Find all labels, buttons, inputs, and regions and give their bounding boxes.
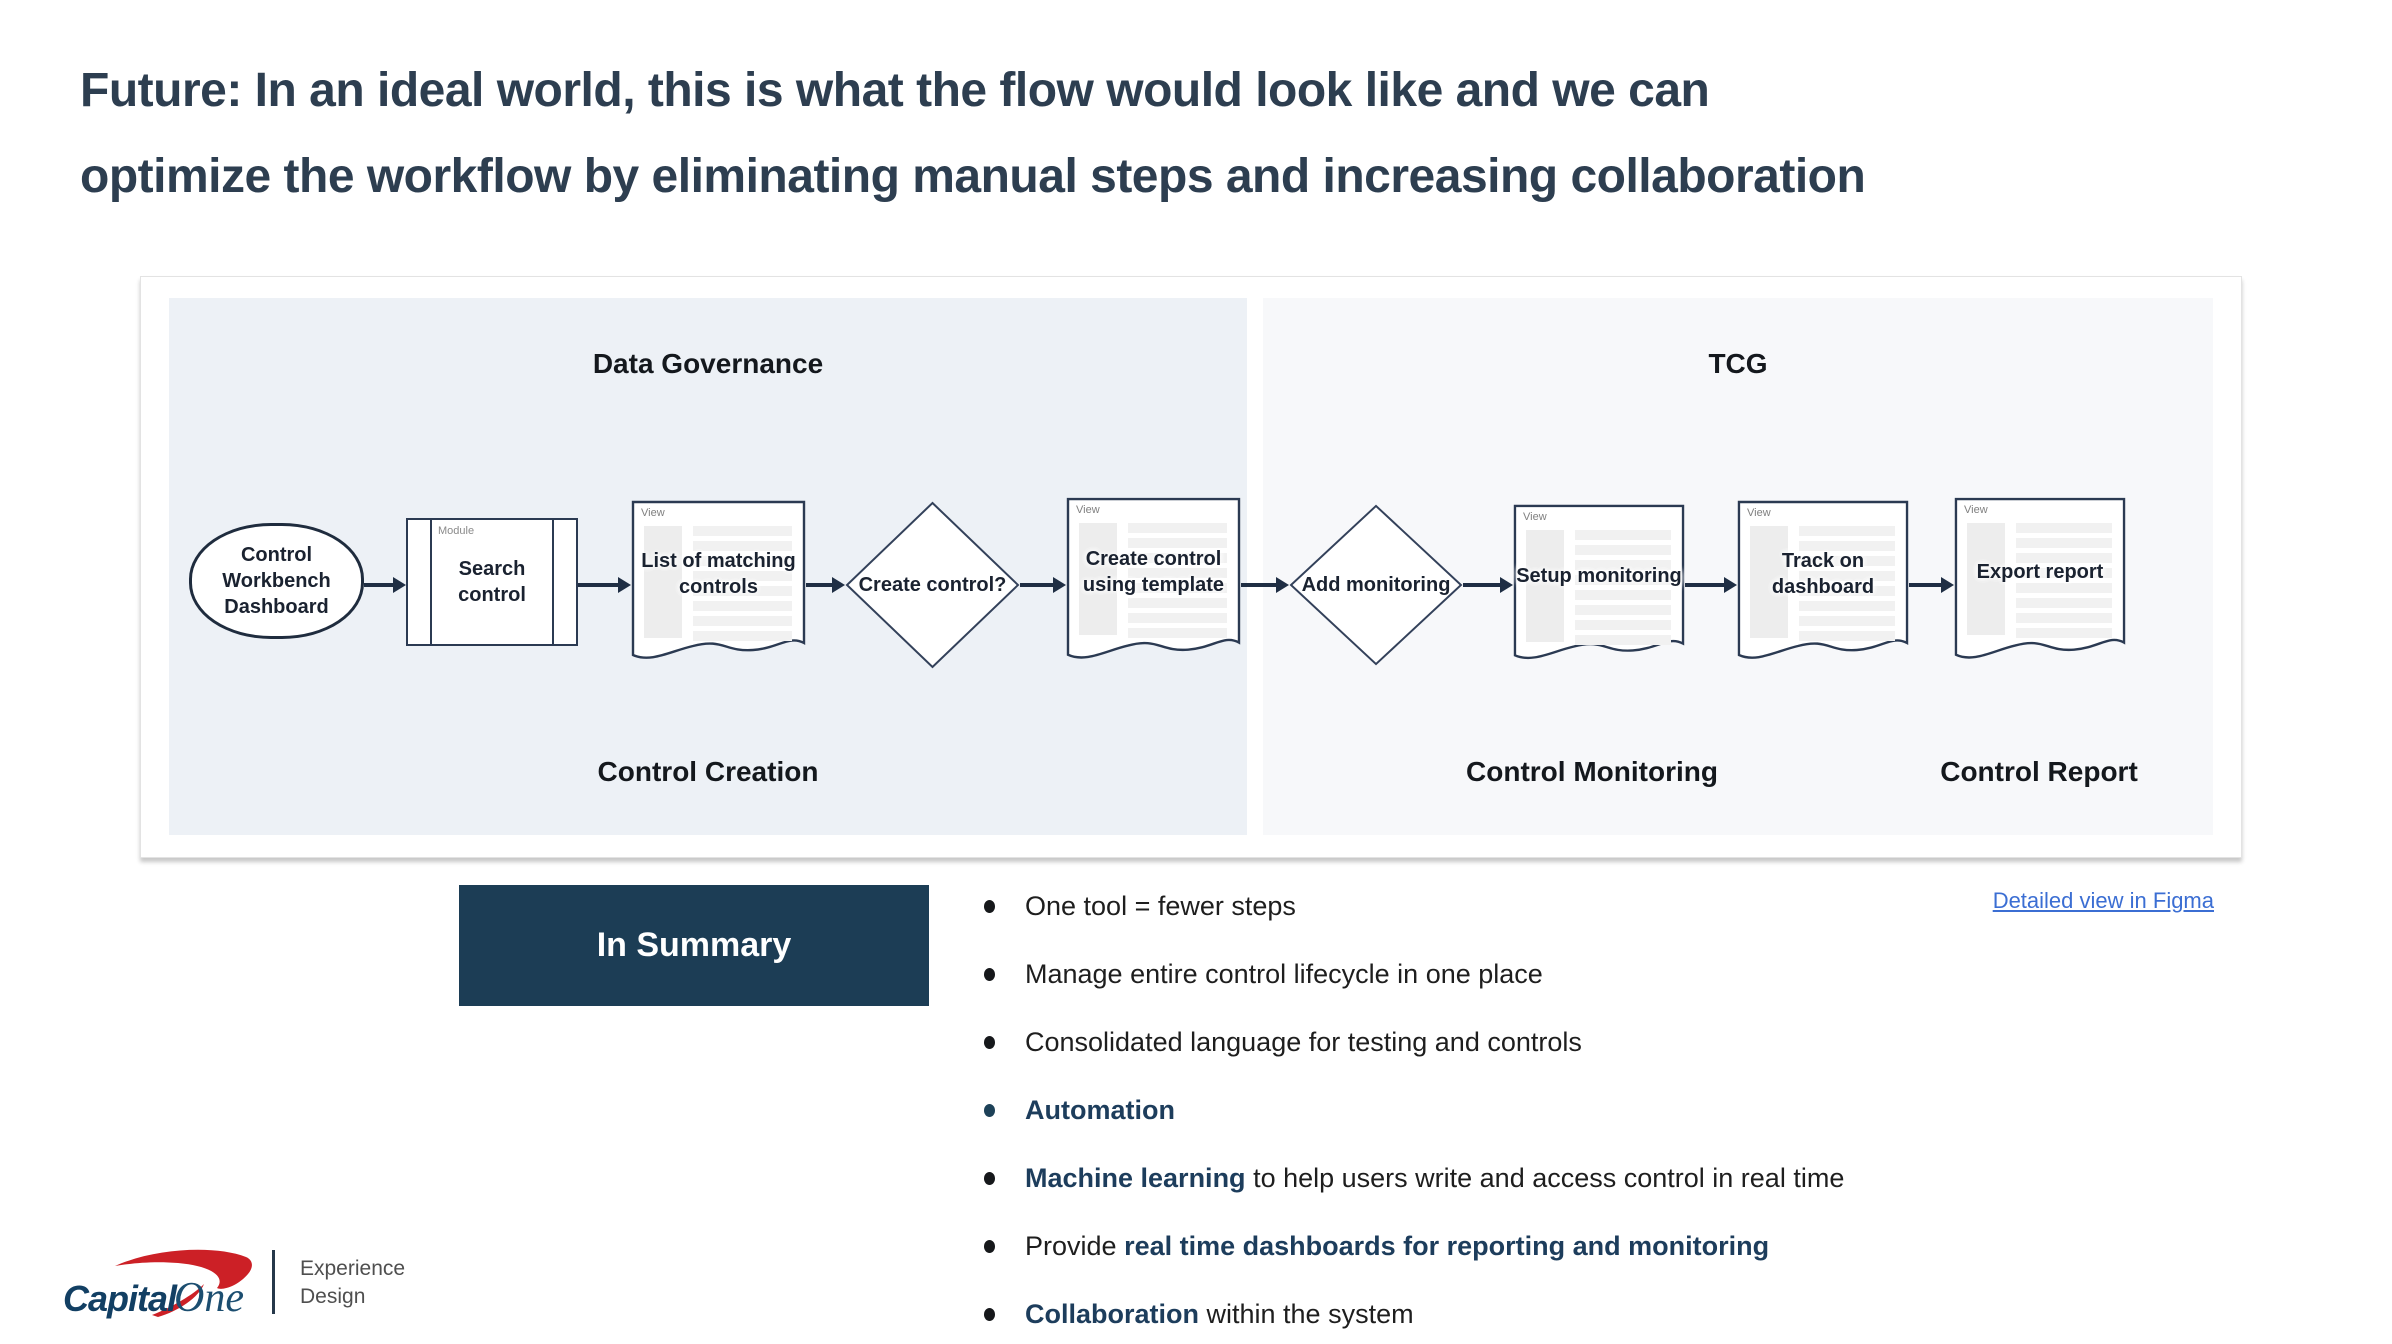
flow-arrow [1020,577,1066,593]
section-label-control-report: Control Report [1940,756,2138,787]
flow-node-control-workbench-dashboard: Control Workbench Dashboard [189,523,364,639]
flow-node-track-on-dashboard: View Track on dashboard [1737,500,1909,668]
node-label: Create control? [858,574,1007,596]
flow-arrow [1909,577,1954,593]
flow-arrow [1241,577,1289,593]
bullet-text: One tool = fewer steps [1025,890,1296,921]
bullet-text: to help users write and access control i… [1245,1162,1845,1193]
bullet-dot [984,1035,995,1049]
logo-swoosh-icon [115,1249,252,1317]
doc-skeleton-bars [1575,530,1671,650]
flow-arrow [1463,577,1513,593]
doc-skeleton-sidebar [1967,523,2005,635]
bullet-dot [984,1239,995,1253]
node-tag: View [1076,504,1100,516]
bullet-item: Collaboration within the system [975,1280,2235,1344]
summary-box: In Summary [459,885,929,1006]
summary-title: In Summary [596,926,792,964]
node-tag: View [1523,511,1547,523]
doc-skeleton-sidebar [1750,526,1788,638]
panel-title-data-governance: Data Governance [592,348,824,379]
node-label: Track on dashboard [1771,549,1875,598]
bullet-text: within the system [1199,1298,1414,1329]
node-tag: View [1964,504,1988,516]
doc-skeleton-sidebar [1079,523,1117,635]
flow-arrow [578,577,631,593]
doc-skeleton-sidebar [1526,530,1564,642]
doc-skeleton-bars [1799,526,1895,646]
bullet-dot [984,1103,995,1117]
bullet-text-bold: Automation [1025,1094,1175,1125]
node-tag: Module [438,525,475,537]
bullet-text: Consolidated language for testing and co… [1025,1026,1582,1057]
bullet-item: One tool = fewer steps [975,872,2235,940]
bullet-item: Provide real time dashboards for reporti… [975,1212,2235,1280]
flow-node-create-control-decision: Create control? [845,501,1020,669]
bullet-dot [984,1307,995,1321]
brand-capital: Capital [63,1278,177,1319]
slide-title: Future: In an ideal world, this is what … [80,48,2350,220]
doc-skeleton-bars [2016,523,2112,643]
flow-arrow [364,577,406,593]
bullet-item: Automation [975,1076,2235,1144]
node-label: Add monitoring [1301,574,1451,596]
bullet-text: Provide [1025,1230,1125,1261]
flow-node-list-of-matching-controls: View List of matching controls [631,500,806,668]
figma-link[interactable]: Detailed view in Figma [1992,888,2214,913]
slide-title-line2: optimize the workflow by eliminating man… [80,150,1866,203]
bullet-dot [984,899,995,913]
flow-node-add-monitoring-decision: Add monitoring [1289,504,1463,666]
node-label: List of matching controls [641,549,796,598]
flow-node-setup-monitoring: View Setup monitoring [1513,504,1685,668]
org-name: Experience Design [300,1255,405,1311]
bullet-text: Manage entire control lifecycle in one p… [1025,958,1543,989]
node-tag: View [1747,507,1771,519]
flow-node-export-report: View Export report [1954,497,2126,668]
node-tag: View [641,507,665,519]
decision-shape [845,501,1020,669]
doc-skeleton-sidebar [644,526,682,638]
decision-shape [1289,504,1463,666]
bullet-dot [984,967,995,981]
node-label: Search control [458,558,526,606]
module-right-bar [552,520,554,644]
org-name-line1: Experience [300,1257,406,1280]
section-label-control-creation: Control Creation [597,756,819,787]
bullet-dot [984,1171,995,1185]
summary-bullets: One tool = fewer steps Manage entire con… [975,872,2235,1344]
flow-diagram: Data Governance TCG Control Workbench Da… [140,276,2242,858]
node-label: Create control using template [1082,548,1225,597]
node-label: Setup monitoring [1516,565,1682,588]
capitalone-logo: CapitalOne [60,1240,270,1330]
bullet-text-bold: Machine learning [1025,1162,1246,1193]
bullet-item: Consolidated language for testing and co… [975,1008,2235,1076]
brand-divider [272,1250,275,1314]
node-label: Export report [1976,561,2104,584]
section-label-control-monitoring: Control Monitoring [1466,756,1718,787]
panel-title-tcg: TCG [1708,348,1768,379]
flow-node-search-control: Module Search control [406,518,578,646]
doc-skeleton-bars [1128,523,1227,643]
flow-arrow [1685,577,1737,593]
org-name-line2: Design [300,1285,366,1308]
bullet-text-bold: Collaboration [1025,1298,1199,1329]
flow-node-create-control-using-template: View Create control using template [1066,497,1241,668]
slide-title-line1: Future: In an ideal world, this is what … [80,64,1710,117]
node-label: Control Workbench Dashboard [222,544,331,618]
brand-wordmark: CapitalOne [63,1274,244,1322]
bullet-text-bold: real time dashboards for reporting and m… [1124,1230,1770,1261]
bullet-item: Manage entire control lifecycle in one p… [975,940,2235,1008]
bullet-item: Machine learning to help users write and… [975,1144,2235,1212]
brand-one: One [174,1275,245,1321]
flow-arrow [806,577,845,593]
doc-skeleton-bars [693,526,792,646]
module-left-bar [430,520,432,644]
